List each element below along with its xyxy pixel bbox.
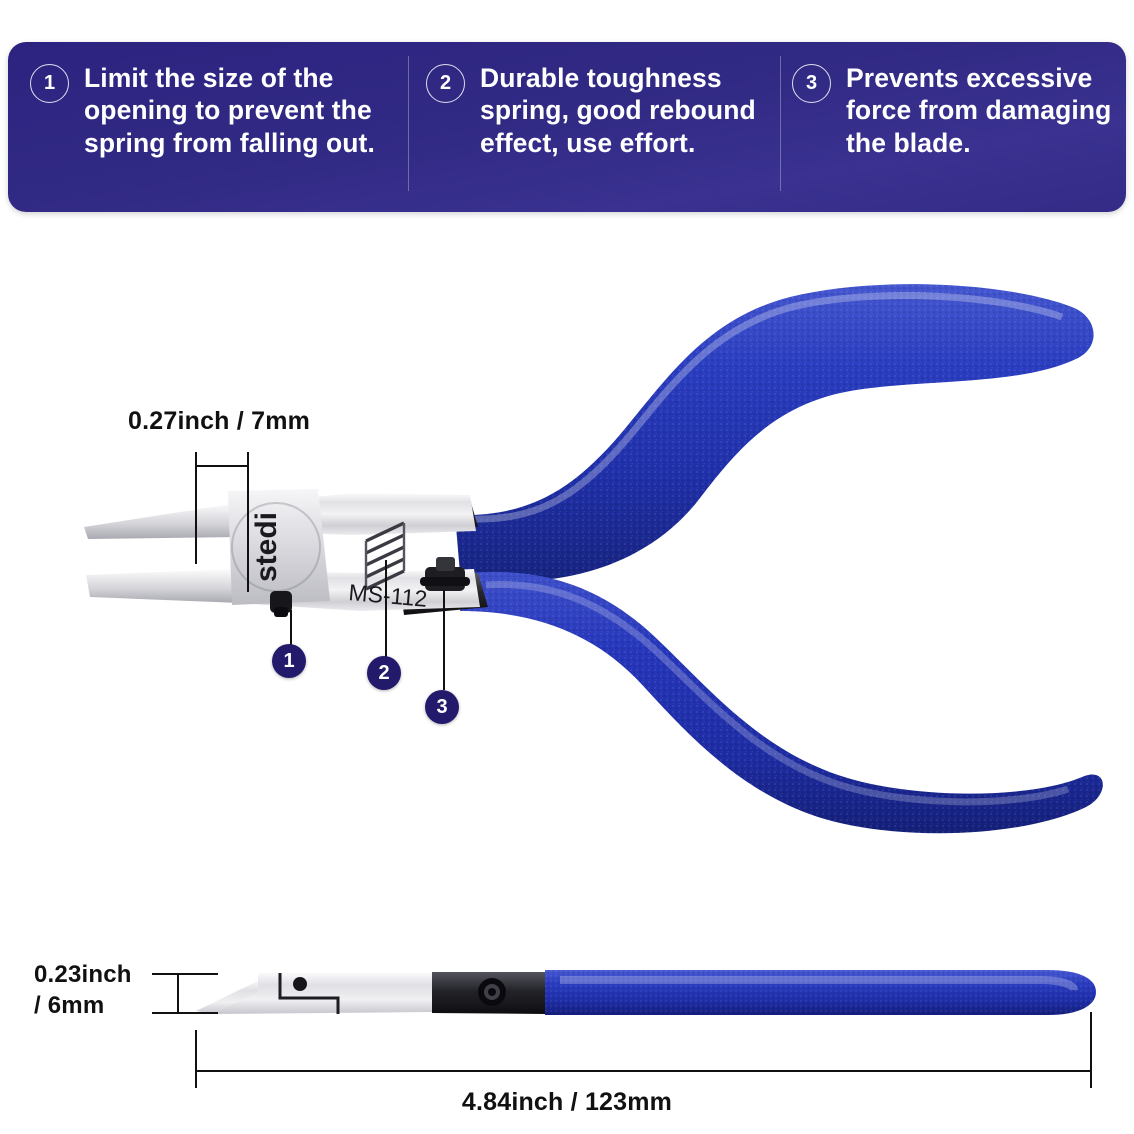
thickness-dim-bar — [177, 973, 179, 1014]
jaw-dim-tick-right — [247, 452, 249, 592]
upper-handle — [455, 284, 1094, 582]
feature-item-2: 2 Durable toughness spring, good rebound… — [400, 42, 770, 159]
pliers-main-view: stedi MS-112 — [0, 255, 1134, 905]
head-thickness-label: 0.23inch / 6mm — [34, 961, 132, 1019]
pliers-side-view — [0, 940, 1134, 1050]
total-length-label: 4.84inch / 123mm — [0, 1054, 1134, 1118]
lower-blade — [86, 569, 240, 603]
length-dim-bar — [195, 1070, 1091, 1072]
feature-text-2: Durable toughness spring, good rebound e… — [480, 63, 756, 158]
length-tick-right — [1090, 1012, 1092, 1088]
brand-text: stedi — [250, 512, 283, 582]
length-tick-left — [195, 1030, 197, 1088]
lock-pin — [270, 591, 292, 617]
feature-badge-3: 3 — [792, 64, 831, 103]
jaw-dim-bar — [195, 465, 249, 467]
side-blade-tip — [196, 980, 262, 1014]
callout-leader-3 — [443, 590, 445, 690]
total-length-value: 4.84inch / 123mm — [447, 1088, 687, 1116]
feature-item-3: 3 Prevents excessive force from damaging… — [770, 42, 1126, 159]
side-rivet — [293, 977, 307, 991]
thickness-ext-bottom — [152, 1012, 218, 1014]
feature-badge-2: 2 — [426, 64, 465, 103]
callout-leader-1 — [290, 610, 292, 650]
banner-divider-2 — [780, 56, 781, 191]
stopper-screw — [420, 557, 470, 591]
jaw-opening-label: 0.27inch / 7mm — [128, 407, 311, 435]
feature-text-1: Limit the size of the opening to prevent… — [84, 63, 375, 158]
feature-text-3: Prevents excessive force from damaging t… — [846, 63, 1112, 158]
callout-badge-2: 2 — [367, 656, 401, 690]
upper-blade — [84, 503, 240, 539]
side-engraving — [278, 973, 340, 1014]
callout-leader-2 — [385, 560, 387, 660]
feature-item-1: 1 Limit the size of the opening to preve… — [8, 42, 400, 159]
feature-banner: 1 Limit the size of the opening to preve… — [8, 42, 1126, 212]
side-head — [214, 973, 432, 1014]
spring-coil — [364, 521, 406, 591]
callout-badge-1: 1 — [272, 644, 306, 678]
pivot-head — [228, 489, 330, 605]
feature-badge-1: 1 — [30, 64, 69, 103]
callout-badge-3: 3 — [425, 690, 459, 724]
thickness-ext-top — [152, 973, 218, 975]
lower-handle — [460, 571, 1103, 834]
banner-divider-1 — [408, 56, 409, 191]
jaw-dim-tick-left — [195, 452, 197, 564]
